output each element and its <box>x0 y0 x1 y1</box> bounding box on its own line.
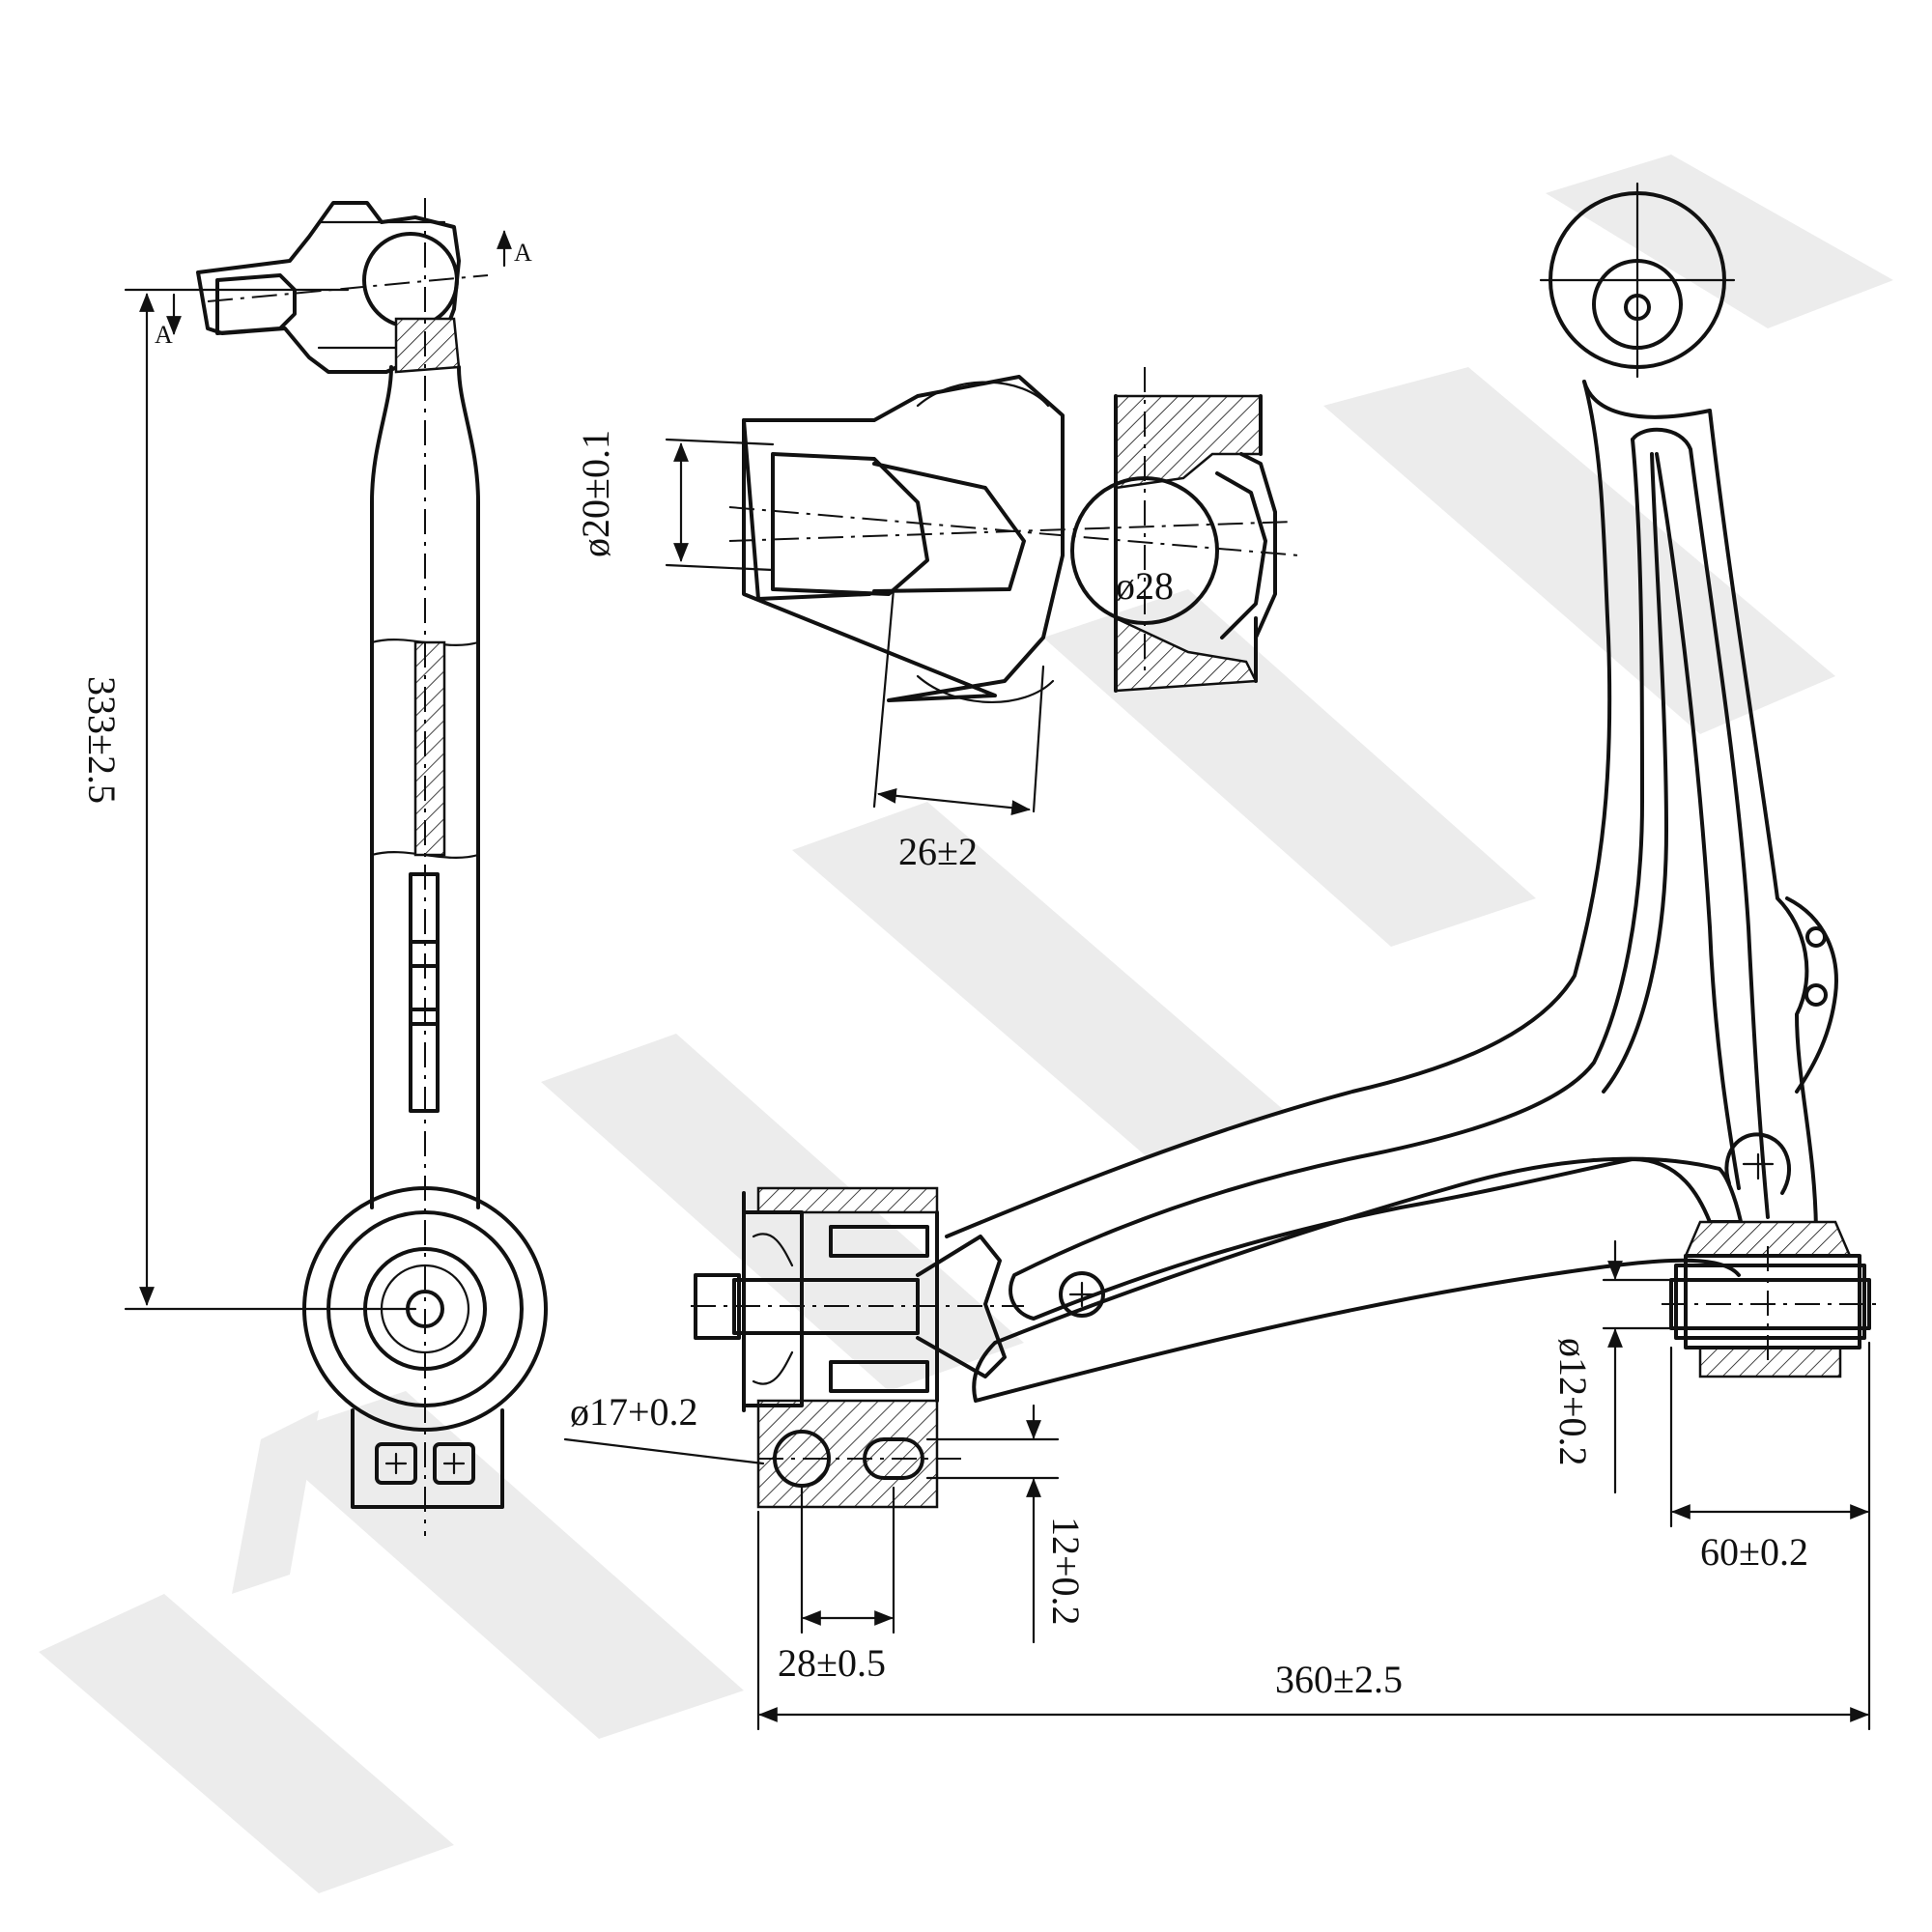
overall-width-label: 360±2.5 <box>1275 1658 1403 1701</box>
ball-joint-detail <box>665 367 1300 816</box>
control-arm-top-view <box>945 182 1838 1403</box>
stud-diameter-label: ø20±0.1 <box>574 430 617 557</box>
ball-diameter-label: ø28 <box>1116 564 1174 608</box>
hole-spacing-label: 28±0.5 <box>778 1641 886 1685</box>
watermark <box>39 155 1893 1893</box>
height-dimension-lines <box>124 288 417 1311</box>
rear-bushing-section <box>1662 1220 1884 1378</box>
stud-length-label: 26±2 <box>898 830 978 873</box>
section-marker-left: A <box>155 321 173 349</box>
overall-height-label: 333±2.5 <box>80 676 124 804</box>
side-view <box>166 198 548 1536</box>
rear-width-label: 60±0.2 <box>1700 1530 1808 1574</box>
slot-height-label: 12+0.2 <box>1044 1517 1088 1626</box>
bushing-bore-label: ø17+0.2 <box>570 1390 698 1434</box>
rear-bore-label: ø12+0.2 <box>1551 1338 1595 1466</box>
front-bushing-section <box>691 1186 1024 1509</box>
arm-dimension-lines <box>563 1239 1871 1731</box>
section-marker-right: A <box>514 239 532 267</box>
